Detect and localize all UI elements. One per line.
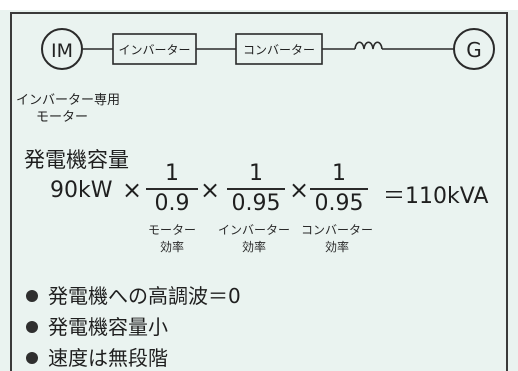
motor-caption-line1: インバーター専用 xyxy=(16,93,121,108)
fraction-motor-numerator: 1 xyxy=(165,161,179,186)
fraction-inverter-denominator: 0.95 xyxy=(231,191,281,216)
bullet-item-harmonics: 発電機への高調波＝0 xyxy=(26,280,241,309)
caption-motor: モーター 効率 xyxy=(132,222,212,256)
bullet-item-speed: 速度は無段階 xyxy=(26,342,168,371)
fraction-converter: 1 0.95 xyxy=(306,162,372,216)
inverter-label: インバーター xyxy=(118,43,190,57)
result-value: ＝110kVA xyxy=(383,184,489,209)
bullet-text: 発電機への高調波＝0 xyxy=(48,284,241,308)
reactor-coil xyxy=(354,41,383,50)
bullet-dot-icon xyxy=(26,290,38,302)
caption-converter: コンバーター 効率 xyxy=(292,222,382,256)
generator-symbol xyxy=(453,28,495,70)
bullet-text: 発電機容量小 xyxy=(48,315,168,339)
fraction-converter-numerator: 1 xyxy=(332,161,346,186)
caption-motor-line1: モーター xyxy=(147,223,196,237)
caption-inverter-line1: インバーター xyxy=(217,223,290,237)
fraction-motor: 1 0.9 xyxy=(142,162,202,216)
capacity-title: 発電機容量 xyxy=(24,148,129,172)
times-sign-2: × xyxy=(200,176,221,204)
generator-label: G xyxy=(466,38,482,62)
caption-motor-line2: 効率 xyxy=(159,240,184,254)
caption-inverter: インバーター 効率 xyxy=(209,222,299,256)
fraction-bar xyxy=(227,188,285,190)
fraction-inverter-numerator: 1 xyxy=(249,161,263,186)
circuit-schematic: IM インバーター コンバーター G xyxy=(41,28,495,70)
base-value: 90kW xyxy=(50,178,113,203)
bullet-item-capacity: 発電機容量小 xyxy=(26,311,168,340)
caption-converter-line2: 効率 xyxy=(324,240,349,254)
times-sign-1: × xyxy=(122,176,143,204)
fraction-bar xyxy=(310,188,368,190)
motor-label: IM xyxy=(51,40,73,62)
caption-converter-line1: コンバーター xyxy=(300,223,373,237)
bullet-dot-icon xyxy=(26,321,38,333)
diagram-frame xyxy=(10,12,508,371)
fraction-converter-denominator: 0.95 xyxy=(314,191,364,216)
caption-inverter-line2: 効率 xyxy=(241,240,266,254)
fraction-bar xyxy=(146,188,198,190)
top-strip xyxy=(0,0,518,10)
bullet-dot-icon xyxy=(26,352,38,364)
fraction-inverter: 1 0.95 xyxy=(223,162,289,216)
bullet-text: 速度は無段階 xyxy=(48,346,168,370)
times-sign-3: × xyxy=(289,176,310,204)
converter-label: コンバーター xyxy=(243,43,315,57)
motor-caption-line2: モーター xyxy=(36,110,89,125)
fraction-motor-denominator: 0.9 xyxy=(154,191,190,216)
